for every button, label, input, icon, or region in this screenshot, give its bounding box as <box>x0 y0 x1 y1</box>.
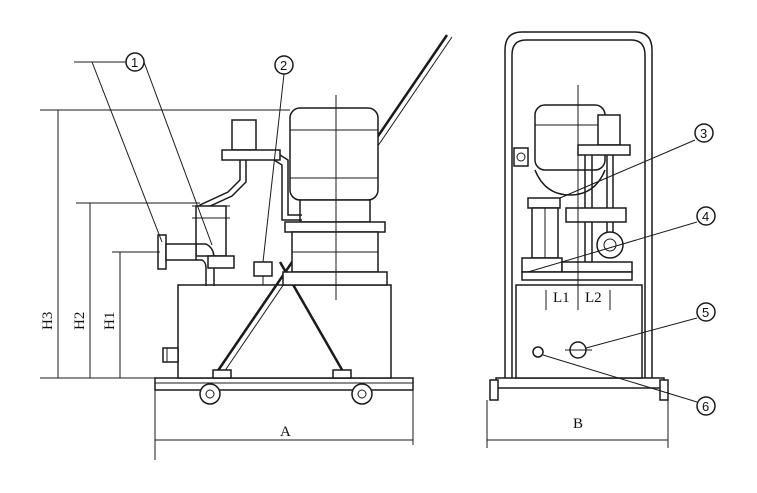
side-base-rail <box>154 377 414 391</box>
svg-text:5: 5 <box>702 305 709 320</box>
callout-4 <box>696 206 716 226</box>
dim-l1-label: L1 <box>553 290 570 306</box>
front-view: L1 L2 B 3 4 5 6 <box>486 31 716 448</box>
side-view: H3 H2 H1 A 1 2 <box>40 34 453 460</box>
dim-h1-label: H1 <box>102 312 118 330</box>
side-wheel-left <box>199 383 221 405</box>
svg-text:6: 6 <box>702 399 709 414</box>
front-port-6 <box>532 346 544 358</box>
front-tank <box>515 284 643 379</box>
callout-3 <box>694 123 714 143</box>
front-gauge <box>596 231 624 259</box>
svg-text:2: 2 <box>280 58 287 73</box>
front-motor <box>534 104 606 171</box>
front-frame <box>504 31 653 378</box>
svg-text:4: 4 <box>702 209 709 224</box>
dim-b-label: B <box>573 416 583 432</box>
svg-text:1: 1 <box>131 55 138 70</box>
side-wheel-right <box>351 383 373 405</box>
side-drain-plug <box>162 347 179 363</box>
dim-a-label: A <box>280 424 291 440</box>
dim-h2-label: H2 <box>72 312 88 330</box>
callout-5 <box>696 302 716 322</box>
dim-h3-label: H3 <box>40 312 56 330</box>
side-motor <box>289 107 379 201</box>
side-valve-top <box>231 119 257 151</box>
callout-6 <box>696 396 716 416</box>
dim-l2-label: L2 <box>585 290 602 306</box>
svg-text:3: 3 <box>700 126 707 141</box>
side-item2-block <box>253 261 273 277</box>
side-tank <box>177 284 392 379</box>
